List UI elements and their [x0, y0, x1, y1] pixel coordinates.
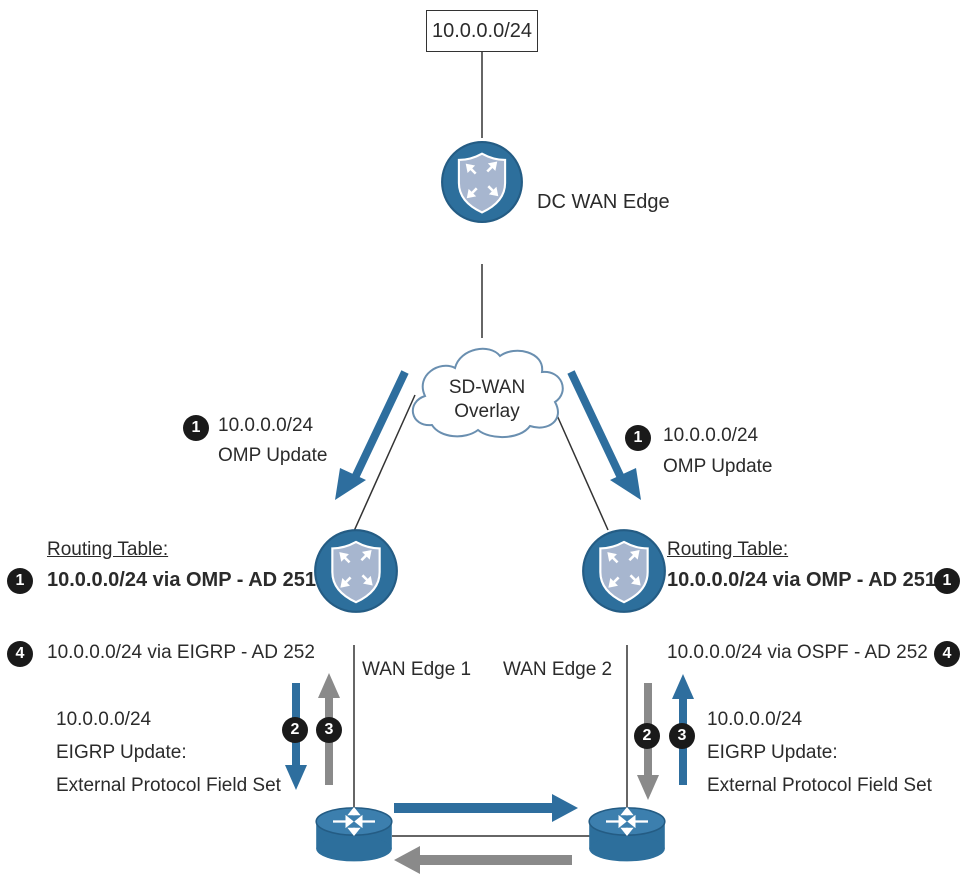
router-2-icon [588, 806, 666, 863]
left-rt-entry-omp: 10.0.0.0/24 via OMP - AD 251 [47, 569, 317, 591]
dc-wan-edge-icon [440, 140, 524, 224]
right-omp-label: OMP Update [663, 456, 773, 477]
step-badge-3-right: 3 [669, 723, 695, 749]
left-eigrp-prefix: 10.0.0.0/24 [56, 709, 152, 730]
dc-wan-edge-label: DC WAN Edge [537, 191, 670, 213]
left-omp-prefix: 10.0.0.0/24 [218, 415, 314, 436]
wan-edge-1-icon [313, 528, 399, 614]
step-badge-2-left: 2 [282, 717, 308, 743]
wan-edge-2-icon [581, 528, 667, 614]
left-eigrp-field: External Protocol Field Set [56, 775, 281, 796]
overlay-label: SD-WAN Overlay [432, 376, 542, 424]
step-badge-1-left-rt: 1 [7, 568, 33, 594]
step-badge-4-right-rt: 4 [934, 641, 960, 667]
link-overlay-edge1 [349, 394, 416, 541]
left-omp-label: OMP Update [218, 445, 328, 466]
omp-arrow-left [348, 370, 409, 486]
step-badge-2-right: 2 [634, 723, 660, 749]
step-badge-1-left-omp: 1 [183, 415, 209, 441]
overlay-label-line1: SD-WAN [448, 377, 526, 398]
step-badge-3-left: 3 [316, 717, 342, 743]
omp-arrow-right [567, 370, 628, 486]
right-eigrp-label: EIGRP Update: [707, 742, 838, 763]
right-eigrp-prefix: 10.0.0.0/24 [707, 709, 803, 730]
overlay-label-line2: Overlay [454, 401, 520, 422]
step-badge-1-right-omp: 1 [625, 425, 651, 451]
router-arrows [394, 794, 578, 874]
left-rt-entry-eigrp: 10.0.0.0/24 via EIGRP - AD 252 [47, 642, 315, 663]
right-rt-entry-omp: 10.0.0.0/24 via OMP - AD 251 [667, 569, 937, 591]
wan-edge-2-label: WAN Edge 2 [503, 659, 613, 680]
right-eigrp-field: External Protocol Field Set [707, 775, 932, 796]
prefix-box: 10.0.0.0/24 [426, 10, 538, 52]
right-rt-entry-ospf: 10.0.0.0/24 via OSPF - AD 252 [667, 642, 928, 663]
cloud-icon [411, 347, 564, 438]
step-badge-1-right-rt: 1 [934, 568, 960, 594]
left-routing-table-title: Routing Table: [47, 539, 169, 560]
wan-edge-1-label: WAN Edge 1 [362, 659, 472, 680]
right-omp-prefix: 10.0.0.0/24 [663, 425, 759, 446]
step-badge-4-left-rt: 4 [7, 641, 33, 667]
right-routing-table-title: Routing Table: [667, 539, 789, 560]
left-eigrp-label: EIGRP Update: [56, 742, 187, 763]
router-1-icon [315, 806, 393, 863]
omp-arrows [335, 370, 641, 500]
